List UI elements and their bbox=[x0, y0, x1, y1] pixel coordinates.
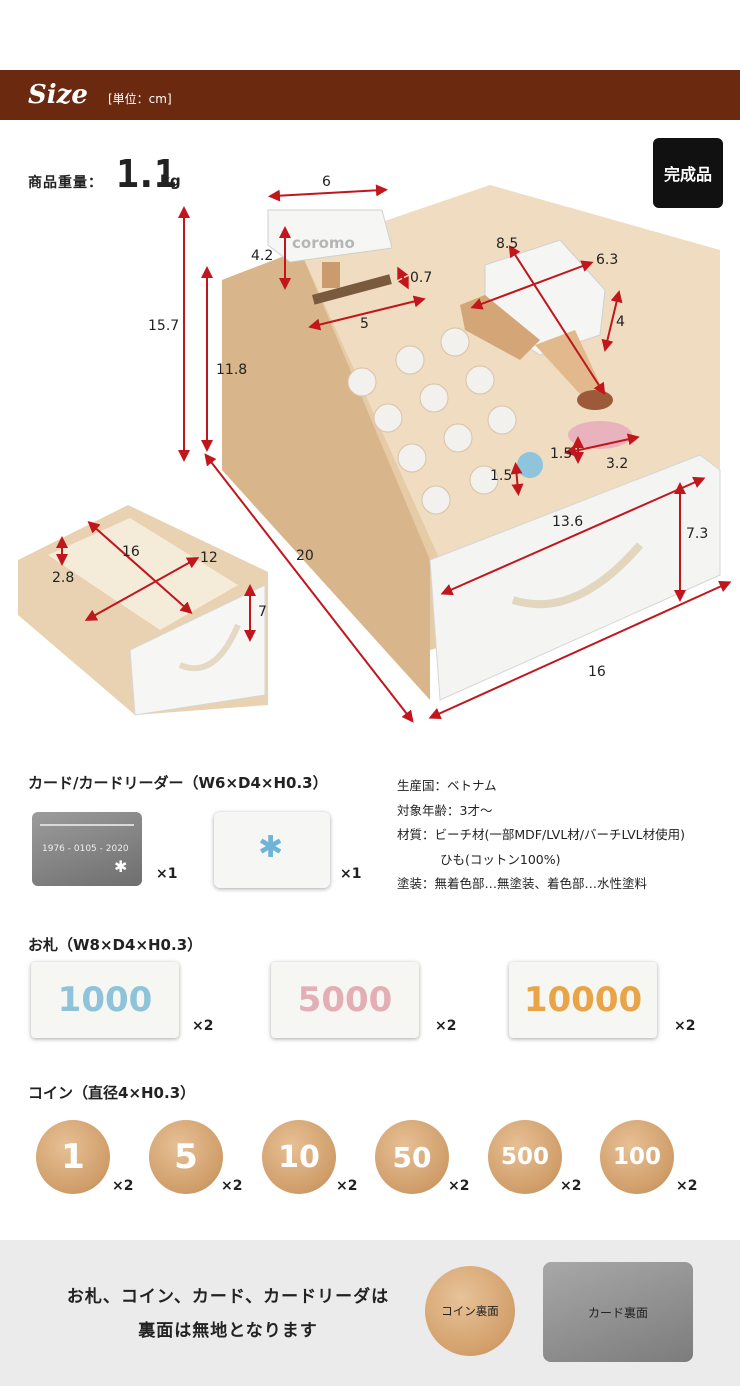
dim-card-holder-width: 6 bbox=[322, 174, 331, 190]
card-holder: coromo bbox=[267, 209, 393, 288]
dim-reader-width: 6.3 bbox=[596, 252, 618, 268]
coin-value: 1 bbox=[61, 1137, 85, 1177]
cash-register-illustration: coromo bbox=[18, 174, 732, 723]
dim-drawer-inner-height: 2.8 bbox=[52, 570, 74, 586]
bill-5000: 5000 bbox=[271, 962, 419, 1038]
weight-unit: kg bbox=[160, 172, 181, 190]
coin-5: 5 bbox=[149, 1120, 223, 1194]
dim-drawer-width: 12 bbox=[200, 550, 218, 566]
dim-enter-height: 1.5 bbox=[550, 446, 572, 462]
dim-drawer-front-width: 13.6 bbox=[552, 514, 583, 530]
svg-text:coromo: coromo bbox=[292, 234, 355, 252]
coin-count: ×2 bbox=[112, 1178, 134, 1194]
product-info: 生産国：ベトナム 対象年齢：3才～ 材質：ビーチ材(一部MDF/LVL材/バーチ… bbox=[397, 774, 685, 897]
size-title: Size bbox=[28, 80, 88, 110]
coin-50: 50 bbox=[375, 1120, 449, 1194]
cards-title: カード/カードリーダー（W6×D4×H0.3） bbox=[28, 774, 328, 792]
back-side-note: お札、コイン、カード、カードリーダは 裏面は無地となります コイン裏面 カード裏… bbox=[0, 1240, 740, 1386]
bill-count: ×2 bbox=[674, 1018, 696, 1034]
dim-body-height: 11.8 bbox=[216, 362, 247, 378]
bill-count: ×2 bbox=[435, 1018, 457, 1034]
dim-reader-height: 4 bbox=[616, 314, 625, 330]
info-paint: 塗装：無着色部…無塗装、着色部…水性塗料 bbox=[397, 876, 648, 891]
complete-product-badge: 完成品 bbox=[653, 138, 723, 208]
dim-total-height: 15.7 bbox=[148, 318, 179, 334]
bill-value: 10000 bbox=[523, 980, 643, 1020]
card-back-label: カード裏面 bbox=[587, 1305, 648, 1320]
bill-10000: 10000 bbox=[509, 962, 657, 1038]
dim-enter-width: 3.2 bbox=[606, 456, 628, 472]
drawer bbox=[18, 505, 268, 716]
coin-value: 100 bbox=[612, 1144, 661, 1170]
size-header-bar: Size [単位：cm] bbox=[0, 70, 740, 120]
coin-value: 50 bbox=[392, 1140, 432, 1174]
bills-title: お札（W8×D4×H0.3） bbox=[28, 936, 203, 954]
info-material-string: ひも(コットン100%) bbox=[440, 851, 561, 867]
dim-key-size: 1.5 bbox=[490, 468, 512, 484]
info-material: 材質：ビーチ材(一部MDF/LVL材/バーチLVL材使用) bbox=[397, 827, 685, 842]
card-reader-card: ✱ bbox=[214, 812, 330, 888]
dimension-arrows bbox=[56, 184, 732, 723]
dim-width: 16 bbox=[588, 664, 606, 680]
sparkle-icon: ✱ bbox=[258, 830, 284, 865]
card-stripe bbox=[40, 824, 134, 826]
bill-value: 5000 bbox=[297, 980, 393, 1020]
coin-100: 100 bbox=[600, 1120, 674, 1194]
card-reader-count: ×1 bbox=[340, 866, 362, 882]
bill-count: ×2 bbox=[192, 1018, 214, 1034]
dim-drawer-height: 7 bbox=[258, 604, 267, 620]
bill-1000: 1000 bbox=[31, 962, 179, 1038]
coin-count: ×2 bbox=[221, 1178, 243, 1194]
dim-drawer-front-height: 7.3 bbox=[686, 526, 708, 542]
bill-value: 1000 bbox=[57, 980, 153, 1020]
dim-depth: 20 bbox=[296, 548, 314, 564]
info-origin: 生産国：ベトナム bbox=[397, 778, 497, 793]
coin-1: 1 bbox=[36, 1120, 110, 1194]
weight-value: 1.1 bbox=[116, 152, 177, 196]
coin-500: 500 bbox=[488, 1120, 562, 1194]
coin-back-sample: コイン裏面 bbox=[425, 1266, 515, 1356]
coin-count: ×2 bbox=[448, 1178, 470, 1194]
card-back-sample: カード裏面 bbox=[543, 1262, 693, 1362]
coin-count: ×2 bbox=[336, 1178, 358, 1194]
info-age: 対象年齢：3才～ bbox=[397, 802, 493, 818]
dim-card-holder-height: 4.2 bbox=[251, 248, 273, 264]
coin-back-label: コイン裏面 bbox=[441, 1304, 499, 1318]
coin-10: 10 bbox=[262, 1120, 336, 1194]
coin-value: 5 bbox=[174, 1137, 198, 1177]
note-line-1: お札、コイン、カード、カードリーダは bbox=[66, 1287, 390, 1307]
dim-drawer-depth: 16 bbox=[122, 544, 140, 560]
unit-label: [単位：cm] bbox=[108, 92, 172, 106]
dim-reader-length: 8.5 bbox=[496, 236, 518, 252]
coin-count: ×2 bbox=[560, 1178, 582, 1194]
credit-card: 1976 - 0105 - 2020 ✱ bbox=[32, 812, 142, 886]
dim-slot-height: 0.7 bbox=[410, 270, 432, 286]
note-text: お札、コイン、カード、カードリーダは 裏面は無地となります bbox=[48, 1280, 408, 1348]
coins-title: コイン（直径4×H0.3） bbox=[28, 1084, 196, 1102]
coin-value: 500 bbox=[500, 1144, 549, 1170]
weight-label: 商品重量： bbox=[28, 175, 103, 191]
dim-slot-width: 5 bbox=[360, 316, 369, 332]
sparkle-icon: ✱ bbox=[114, 857, 128, 876]
coin-count: ×2 bbox=[676, 1178, 698, 1194]
note-line-2: 裏面は無地となります bbox=[138, 1321, 318, 1341]
coin-value: 10 bbox=[278, 1139, 320, 1175]
credit-card-count: ×1 bbox=[156, 866, 178, 882]
card-number: 1976 - 0105 - 2020 bbox=[42, 844, 129, 854]
